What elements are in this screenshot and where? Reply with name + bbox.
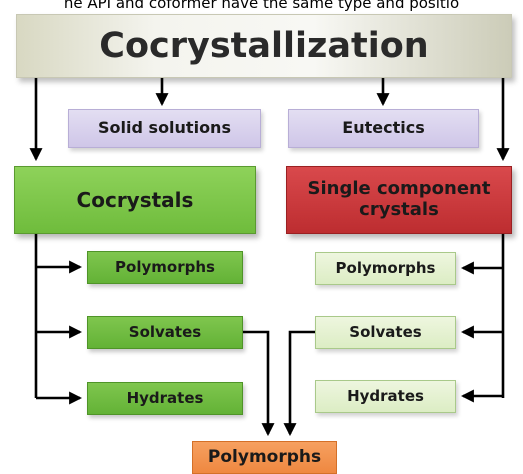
single-component-line2: crystals <box>359 199 439 220</box>
right-hydrates-box: Hydrates <box>315 380 456 413</box>
eutectics-box: Eutectics <box>288 109 479 148</box>
left-polymorphs-box: Polymorphs <box>87 251 243 284</box>
caption-text: he API and coformer have the same type a… <box>63 0 460 12</box>
arrow-left-solvates-to-bottom <box>243 330 275 437</box>
right-solvates-box: Solvates <box>315 316 456 349</box>
left-hydrates-box: Hydrates <box>87 382 243 415</box>
bottom-polymorphs-box: Polymorphs <box>192 441 337 474</box>
solid-solutions-box: Solid solutions <box>68 109 261 148</box>
cocrystallization-title: Cocrystallization <box>16 14 512 78</box>
arrow-right-solvates-to-bottom <box>283 330 315 437</box>
right-polymorphs-box: Polymorphs <box>315 252 456 285</box>
single-component-line1: Single component <box>307 178 491 200</box>
cocrystals-box: Cocrystals <box>14 166 256 234</box>
single-component-crystals-box: Single component crystals <box>286 166 512 234</box>
left-solvates-box: Solvates <box>87 316 243 349</box>
